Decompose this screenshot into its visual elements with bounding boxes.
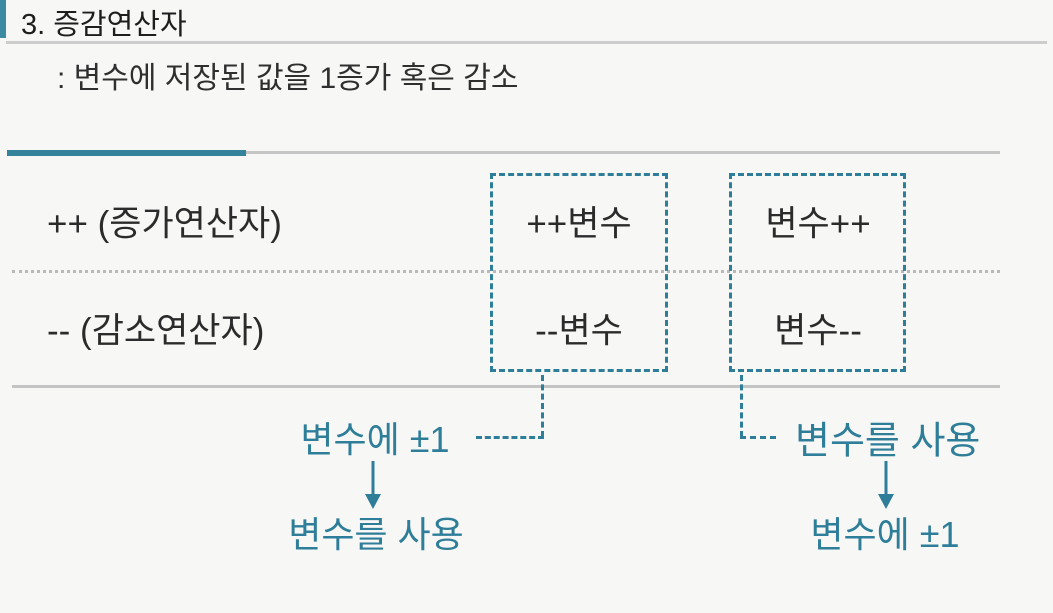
cell-decrement-prefix: --변수 — [535, 311, 623, 351]
divider-accent-segment — [7, 150, 246, 156]
prefix-step2-label: 변수를 사용 — [288, 514, 464, 555]
divider-line — [246, 151, 1000, 154]
title-underline — [6, 41, 1047, 44]
down-arrow-icon — [365, 461, 381, 509]
page-title: 3. 증감연산자 — [21, 9, 187, 41]
row-separator-dotted — [12, 270, 1000, 273]
postfix-step1-label: 변수를 사용 — [795, 420, 981, 463]
prefix-column-highlight-box — [490, 173, 668, 372]
postfix-connector-vertical — [740, 375, 743, 437]
postfix-step2-label: 변수에 ±1 — [810, 514, 960, 555]
cell-increment-postfix: 변수++ — [765, 204, 871, 244]
cell-decrement-postfix: 변수-- — [774, 311, 862, 351]
subtitle: : 변수에 저장된 값을 1증가 혹은 감소 — [57, 62, 519, 95]
postfix-column-highlight-box — [729, 173, 906, 372]
title-accent-bar — [0, 0, 6, 38]
prefix-connector-vertical — [541, 375, 544, 437]
down-arrow-icon — [878, 461, 894, 509]
cell-increment-prefix: ++변수 — [526, 204, 632, 244]
prefix-connector-horizontal — [476, 436, 544, 439]
prefix-step1-label: 변수에 ±1 — [300, 419, 450, 460]
table-bottom-line — [12, 385, 1000, 388]
row-increment-operator-label: ++ (증가연산자) — [47, 204, 282, 244]
row-decrement-operator-label: -- (감소연산자) — [47, 311, 265, 351]
postfix-connector-horizontal — [740, 436, 776, 439]
